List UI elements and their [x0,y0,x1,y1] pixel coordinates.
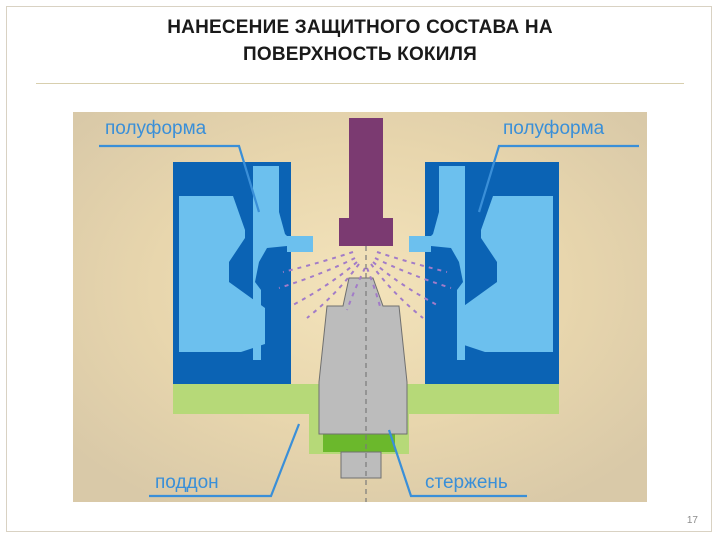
label-half-mold-left: полуформа [105,118,207,139]
leader-half-mold-left [99,144,261,213]
left-mold-cavity-wall [253,166,287,360]
right-half-mold [409,162,559,384]
leader-core [387,429,527,498]
label-half-mold-right: полуформа [503,118,605,139]
mold-diagram: полуформа полуформа поддон стержень [73,112,647,502]
right-mold-cavity-wall [431,166,465,360]
right-mold-lip [409,236,431,252]
core-body [318,277,408,435]
nozzle-tube [349,118,383,218]
title-line-1: НАНЕСЕНИЕ ЗАЩИТНОГО СОСТАВА НА [167,17,553,38]
leader-half-mold-right [477,144,639,213]
title-line-2: ПОВЕРХНОСТЬ КОКИЛЯ [243,44,477,65]
leader-pallet [149,423,301,498]
spray-nozzle [339,118,393,246]
slide-title: НАНЕСЕНИЕ ЗАЩИТНОГО СОСТАВА НА ПОВЕРХНОС… [60,14,660,68]
page-number: 17 [686,515,698,526]
slide-frame [6,6,712,532]
core-stem [340,451,382,479]
label-pallet: поддон [155,472,219,493]
label-core: стержень [425,472,508,493]
right-mold-inner-block [461,196,553,352]
spray-particles [278,251,452,319]
left-mold-lip [287,236,313,252]
core-base [323,434,395,452]
left-half-mold [173,162,313,384]
core [318,277,408,479]
title-divider [36,83,684,84]
nozzle-head [339,218,393,246]
left-mold-inner-block [179,196,265,352]
